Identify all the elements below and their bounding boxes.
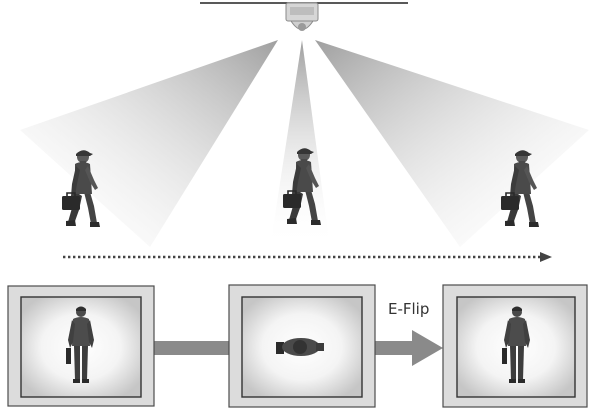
camera-view-panel bbox=[228, 284, 376, 408]
top-down-person-icon bbox=[276, 338, 324, 356]
right-view-cone bbox=[315, 40, 589, 247]
connector-bar bbox=[152, 341, 230, 355]
camera-view-panel bbox=[442, 284, 588, 408]
ceiling-dome-camera-icon bbox=[285, 2, 319, 31]
motion-arrowhead bbox=[540, 252, 552, 262]
left-view-cone bbox=[20, 40, 278, 247]
e-flip-arrow bbox=[372, 330, 443, 366]
camera-view-panel bbox=[7, 285, 155, 407]
center-view-cone bbox=[270, 40, 330, 248]
e-flip-label: E-Flip bbox=[388, 300, 429, 318]
